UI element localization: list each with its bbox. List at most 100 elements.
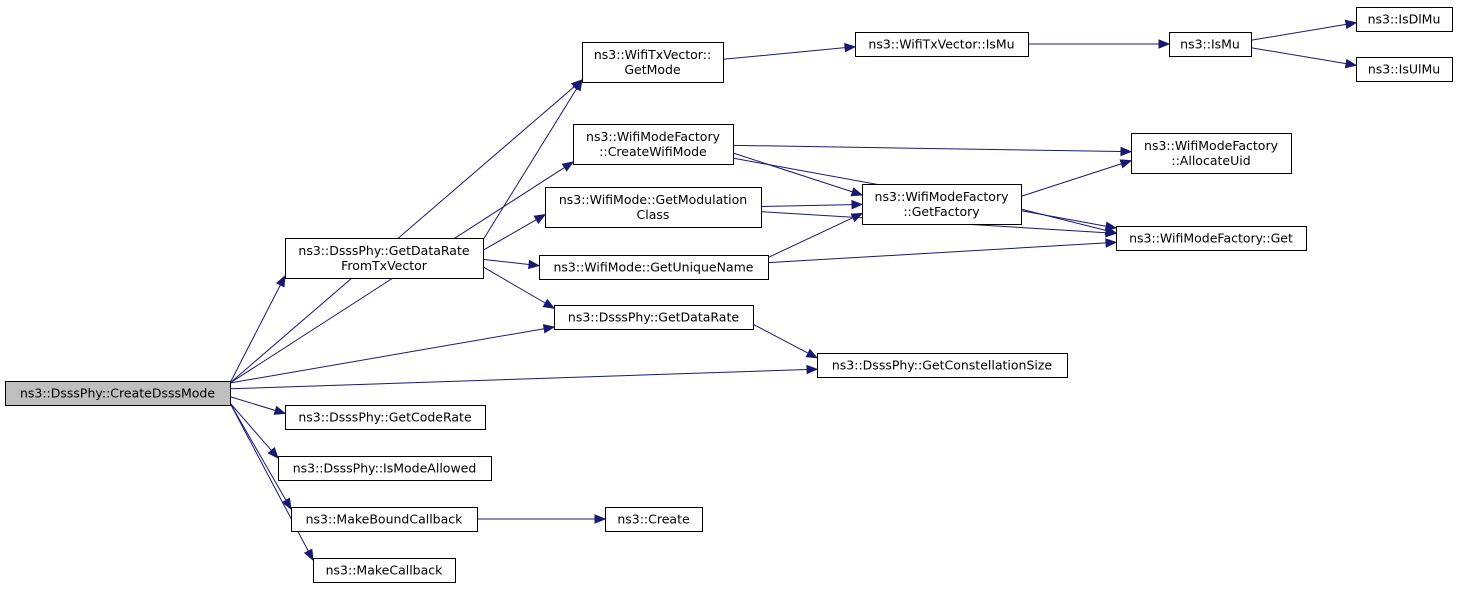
arrowhead-make_bound_callback-to-create (594, 514, 607, 524)
node-create-dsss-mode[interactable]: ns3::DsssPhy::CreateDsssMode (5, 381, 231, 406)
node-box (1116, 226, 1307, 251)
node-box (539, 255, 769, 280)
edge-get_factory-to-factory_get (1020, 208, 1107, 231)
arrowhead-create_dsss_mode-to-get_data_rate_from_tx_vector (275, 274, 286, 288)
edge-get_unique_name-to-get_factory (767, 217, 854, 259)
node-box (278, 456, 492, 481)
arrowhead-get_modulation_class-to-get_factory (851, 199, 864, 210)
node-box (605, 507, 703, 532)
node-box (285, 238, 484, 279)
node-label: ns3::DsssPhy::GetDataRate (568, 310, 739, 325)
node-label: ::CreateWifiMode (599, 144, 707, 159)
edge-create_dsss_mode-to-get_data_rate_from_tx_vector (229, 284, 281, 384)
node-box (545, 187, 762, 228)
node-label: ns3::WifiModeFactory::Get (1129, 231, 1293, 246)
arrowhead-tx_vector_get_mode-to-tx_vector_is_mu (844, 42, 857, 53)
edge-get_data_rate-to-get_constellation_size (752, 323, 809, 354)
node-label: ::GetFactory (903, 204, 980, 219)
node-is-mode-allowed[interactable]: ns3::DsssPhy::IsModeAllowed (278, 456, 492, 481)
node-get-code-rate[interactable]: ns3::DsssPhy::GetCodeRate (285, 405, 486, 430)
node-label: ns3::DsssPhy::GetConstellationSize (832, 358, 1053, 373)
edge-create_dsss_mode-to-get_code_rate (229, 396, 276, 411)
node-label: GetMode (624, 62, 681, 77)
arrowhead-create_dsss_mode-to-make_bound_callback (281, 497, 292, 511)
node-get-factory[interactable]: ns3::WifiModeFactory::GetFactory (862, 184, 1022, 225)
arrowhead-create_dsss_mode-to-get_data_rate (542, 324, 556, 334)
edge-get_factory-to-allocate_uid (1020, 163, 1122, 197)
arrowhead-is_mu-to-is_dl_mu (1344, 19, 1358, 30)
node-tx-vector-is-mu[interactable]: ns3::WifiTxVector::IsMu (855, 32, 1029, 57)
node-get-unique-name[interactable]: ns3::WifiMode::GetUniqueName (539, 255, 769, 280)
edge-get_unique_name-to-factory_get (767, 242, 1107, 264)
nodes-layer: ns3::DsssPhy::CreateDsssModens3::DsssPhy… (5, 7, 1453, 583)
node-get-constellation-size[interactable]: ns3::DsssPhy::GetConstellationSize (817, 353, 1068, 378)
node-box (1131, 133, 1292, 174)
node-is-dl-mu[interactable]: ns3::IsDlMu (1356, 7, 1453, 32)
node-create[interactable]: ns3::Create (605, 507, 703, 532)
node-label: ns3::WifiModeFactory (1144, 138, 1279, 153)
node-label: ns3::WifiMode::GetUniqueName (554, 260, 754, 275)
node-box (1356, 57, 1453, 82)
edge-create_dsss_mode-to-get_data_rate (229, 328, 545, 384)
edge-get_data_rate_from_tx_vector-to-get_modulation_class (482, 219, 537, 251)
node-label: ns3::WifiModeFactory (586, 129, 721, 144)
node-tx-vector-get-mode[interactable]: ns3::WifiTxVector::GetMode (582, 42, 724, 83)
node-box (285, 405, 486, 430)
edge-get_modulation_class-to-get_factory (760, 204, 853, 208)
edge-get_data_rate_from_tx_vector-to-tx_vector_get_mode (482, 88, 578, 241)
node-label: ns3::WifiTxVector::IsMu (868, 37, 1014, 52)
node-label: ns3::DsssPhy::GetDataRate (298, 243, 469, 258)
node-label: Class (637, 207, 670, 222)
arrowhead-create_dsss_mode-to-create_wifi_mode (561, 161, 575, 172)
edge-get_data_rate_from_tx_vector-to-get_data_rate (482, 266, 546, 304)
arrowhead-get_unique_name-to-get_factory (850, 212, 864, 223)
node-box (313, 558, 456, 583)
edge-create_dsss_mode-to-is_mode_allowed (229, 402, 272, 451)
arrowhead-get_data_rate_from_tx_vector-to-tx_vector_get_mode (572, 78, 583, 92)
arrowhead-get_data_rate_from_tx_vector-to-get_data_rate (542, 298, 556, 309)
edge-create_dsss_mode-to-tx_vector_get_mode (229, 86, 575, 384)
node-box (862, 184, 1022, 225)
node-make-bound-callback[interactable]: ns3::MakeBoundCallback (291, 507, 478, 532)
node-label: ns3::MakeBoundCallback (306, 512, 464, 527)
arrowhead-create_dsss_mode-to-get_code_rate (273, 405, 287, 415)
arrowhead-is_mu-to-is_ul_mu (1344, 58, 1358, 69)
arrowhead-get_data_rate_from_tx_vector-to-get_modulation_class (533, 213, 547, 224)
node-create-wifi-mode[interactable]: ns3::WifiModeFactory::CreateWifiMode (573, 124, 734, 165)
node-label: ns3::IsMu (1180, 37, 1240, 52)
node-label: ns3::Create (617, 512, 690, 527)
node-factory-get[interactable]: ns3::WifiModeFactory::Get (1116, 226, 1307, 251)
edge-create_dsss_mode-to-get_constellation_size (229, 369, 808, 390)
node-is-mu[interactable]: ns3::IsMu (1169, 32, 1252, 57)
node-box (855, 32, 1029, 57)
node-label: FromTxVector (341, 258, 428, 273)
edge-create_dsss_mode-to-make_bound_callback (229, 402, 287, 501)
arrowhead-get_factory-to-factory_get (1104, 225, 1118, 235)
edge-create_dsss_mode-to-make_callback (229, 402, 309, 552)
node-label: ns3::IsUlMu (1368, 62, 1440, 77)
node-box (1356, 7, 1453, 32)
node-make-callback[interactable]: ns3::MakeCallback (313, 558, 456, 583)
node-label: ns3::WifiModeFactory (875, 189, 1010, 204)
edges-layer (229, 19, 1358, 562)
edge-create_wifi_mode-to-allocate_uid (732, 144, 1122, 152)
edge-create_wifi_mode-to-get_factory (732, 152, 853, 193)
node-label: ::AllocateUid (1171, 153, 1250, 168)
arrowhead-create_dsss_mode-to-make_callback (303, 548, 314, 562)
node-allocate-uid[interactable]: ns3::WifiModeFactory::AllocateUid (1131, 133, 1292, 174)
node-box (582, 42, 724, 83)
node-is-ul-mu[interactable]: ns3::IsUlMu (1356, 57, 1453, 82)
edge-tx_vector_get_mode-to-tx_vector_is_mu (722, 47, 846, 60)
node-box (291, 507, 478, 532)
node-label: ns3::DsssPhy::IsModeAllowed (293, 461, 477, 476)
node-box (573, 124, 734, 165)
node-label: ns3::MakeCallback (326, 563, 444, 578)
arrowhead-get_factory-to-allocate_uid (1119, 159, 1133, 169)
node-get-data-rate[interactable]: ns3::DsssPhy::GetDataRate (554, 305, 754, 330)
edge-is_mu-to-is_dl_mu (1250, 23, 1347, 41)
node-label: ns3::DsssPhy::CreateDsssMode (20, 386, 215, 401)
node-label: ns3::IsDlMu (1368, 12, 1441, 27)
